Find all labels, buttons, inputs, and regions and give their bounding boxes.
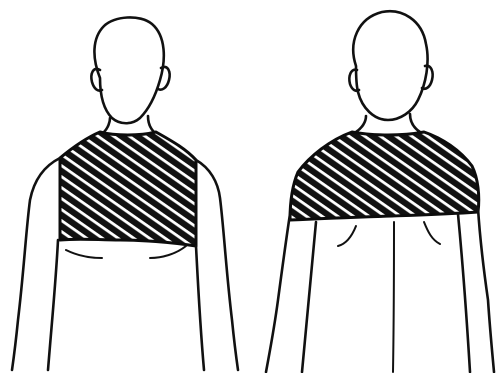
back-head [353,11,427,120]
back-neck-right [410,114,420,132]
front-head [94,17,163,123]
front-chest-left [66,250,102,258]
back-left-inner-arm [302,222,316,372]
front-left-shoulder-arm [12,158,60,370]
back-neck-left [356,116,366,132]
back-spine [393,222,394,372]
front-view-figure [12,17,238,370]
front-neck-right [148,116,154,132]
back-left-arm [266,214,290,372]
back-left-blade [338,226,356,246]
back-right-inner-arm [458,214,470,372]
front-left-inner-arm [48,240,58,370]
front-neck-left [104,118,110,132]
back-right-blade [424,222,440,244]
front-chest-right [150,246,186,258]
back-shaded-region [290,132,479,220]
back-view-figure [266,11,494,372]
back-right-arm [478,208,494,372]
front-shaded-region [60,132,196,246]
front-right-inner-arm [196,246,204,370]
